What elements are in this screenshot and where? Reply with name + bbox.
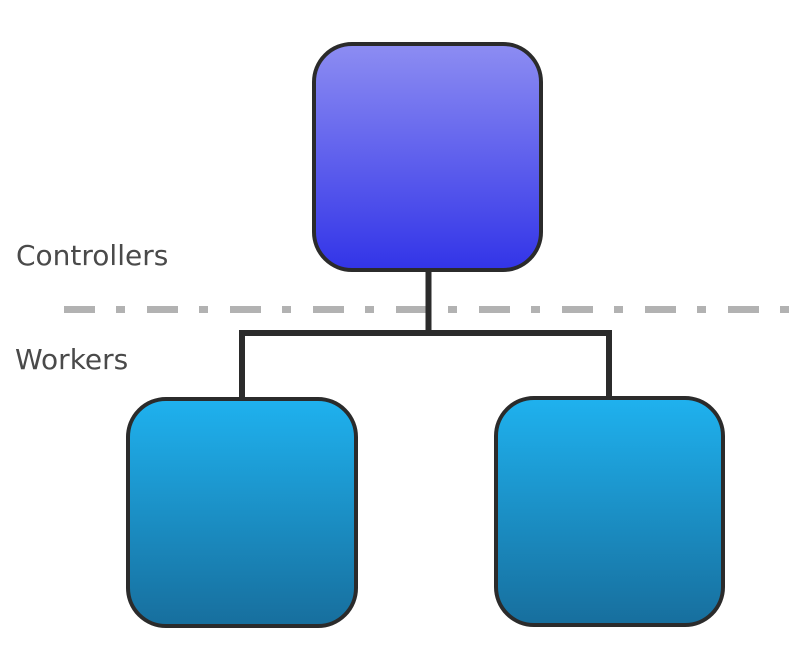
controllers-zone-label: Controllers (16, 239, 169, 272)
connector-worker-branches (239, 330, 612, 398)
controller-node (312, 42, 543, 272)
worker-node-1 (126, 397, 358, 628)
worker-node-2 (494, 396, 725, 627)
workers-zone-label: Workers (15, 343, 129, 376)
